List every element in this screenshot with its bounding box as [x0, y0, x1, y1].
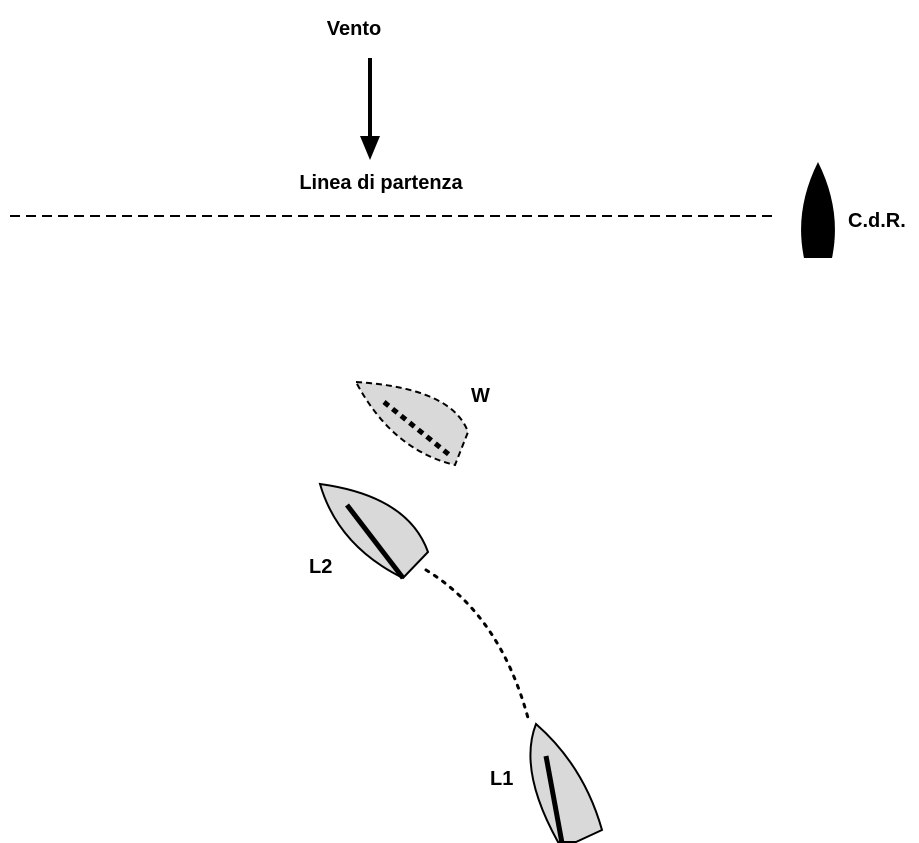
boat-track	[424, 568, 530, 720]
boat-l1-sail	[543, 755, 565, 843]
boat-l1-hull	[529, 722, 604, 843]
wind-arrow-icon	[360, 58, 380, 160]
boat-l1-label: L1	[490, 768, 513, 790]
boat-l2-hull	[318, 482, 430, 580]
boat-w-label: W	[471, 385, 490, 407]
start-line-label: Linea di partenza	[299, 172, 463, 194]
boat-w-sail	[382, 400, 454, 459]
committee-boat-label: C.d.R.	[848, 210, 906, 232]
boat-l2-label: L2	[309, 556, 332, 578]
boat-l2-sail	[345, 503, 405, 580]
committee-boat-icon	[801, 162, 835, 258]
wind-label: Vento	[327, 18, 381, 40]
